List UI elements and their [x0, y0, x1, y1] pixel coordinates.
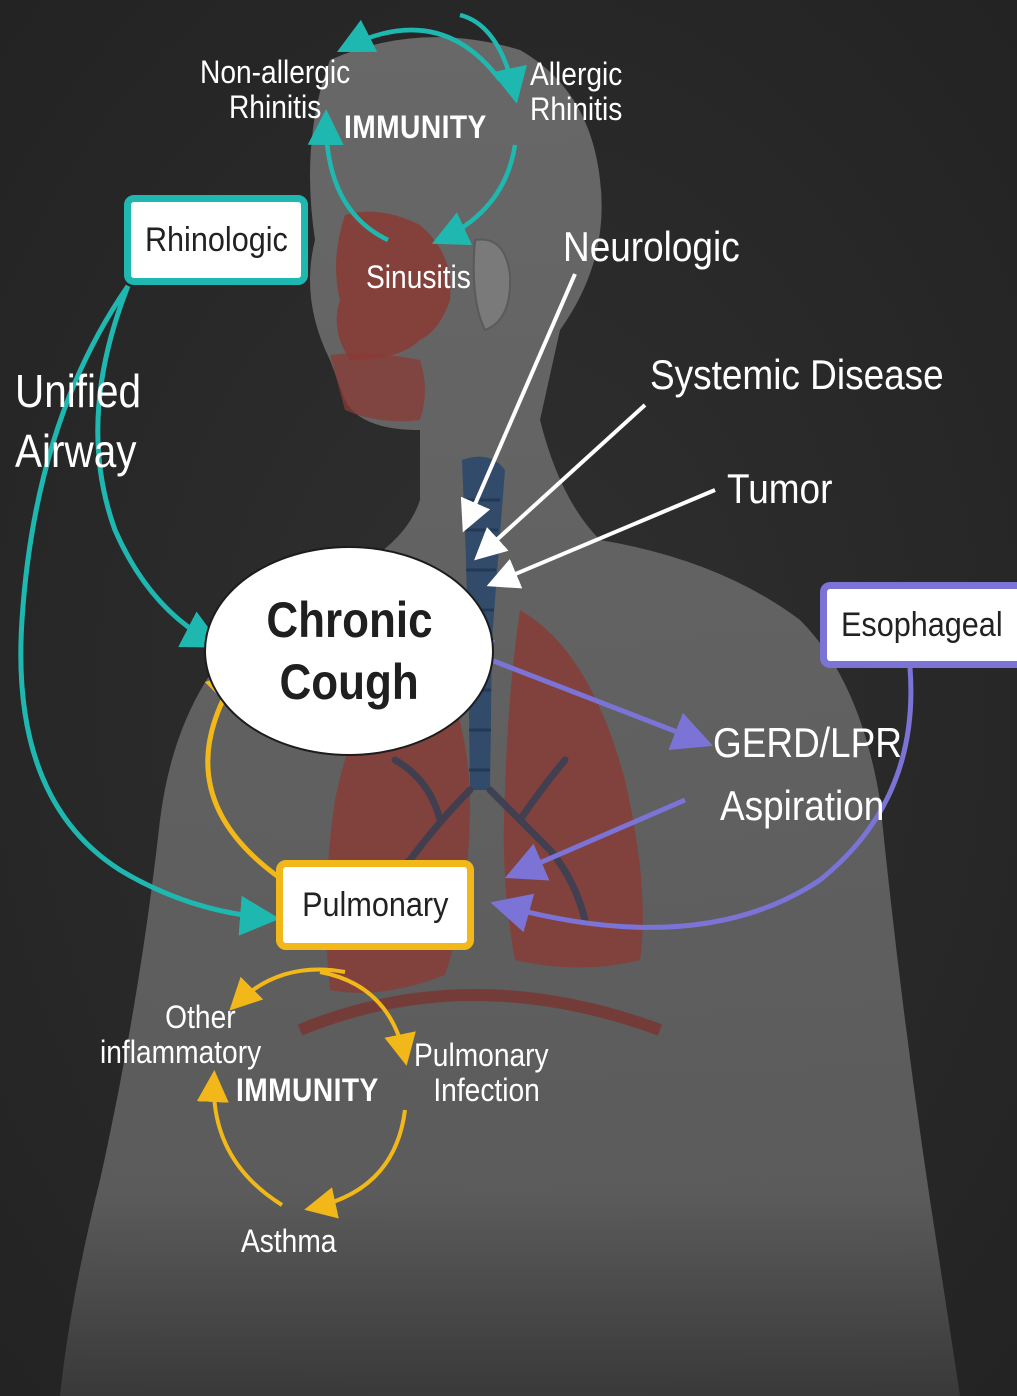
nonallergic-line2: Rhinitis	[200, 90, 350, 125]
arrow-gerd-cough	[460, 648, 685, 735]
allergic-line1: Allergic	[530, 57, 622, 92]
infection-line2: Infection	[414, 1073, 549, 1108]
upper-immunity-label: IMMUNITY	[344, 110, 487, 145]
pulmonary-infection-label: Pulmonary Infection	[414, 1038, 549, 1107]
sinusitis-label: Sinusitis	[366, 260, 471, 295]
tumor-label: Tumor	[727, 466, 832, 511]
other-line1: Other	[100, 1000, 261, 1035]
other-line2: inflammatory	[100, 1035, 261, 1070]
neurologic-label: Neurologic	[563, 224, 740, 269]
unified-airway-line2: Airway	[15, 422, 141, 482]
pulmonary-label: Pulmonary	[302, 886, 448, 925]
infection-line1: Pulmonary	[414, 1038, 549, 1073]
arrow-infection-to-asthma	[312, 1110, 405, 1208]
asthma-label: Asthma	[241, 1224, 336, 1259]
esophageal-box: Esophageal	[820, 582, 1017, 668]
chronic-cough-line1: Chronic	[266, 589, 432, 652]
lower-immunity-label: IMMUNITY	[236, 1073, 379, 1108]
other-inflammatory-label: Other inflammatory	[100, 1000, 261, 1069]
unified-airway-label: Unified Airway	[15, 362, 141, 482]
nonallergic-rhinitis-label: Non-allergic Rhinitis	[200, 55, 350, 124]
unified-airway-line1: Unified	[15, 362, 141, 422]
nonallergic-line1: Non-allergic	[200, 55, 350, 90]
arrow-to-allergic	[460, 15, 515, 95]
arrow-systemic	[480, 405, 645, 555]
chronic-cough-line2: Cough	[279, 651, 418, 714]
systemic-disease-label: Systemic Disease	[650, 352, 944, 397]
arrow-neurologic	[466, 274, 575, 525]
allergic-line2: Rhinitis	[530, 92, 622, 127]
pulmonary-box: Pulmonary	[276, 860, 474, 950]
rhinologic-box: Rhinologic	[124, 195, 308, 285]
esophageal-label: Esophageal	[841, 606, 1003, 645]
arrow-to-infection	[320, 972, 405, 1058]
aspiration-label: Aspiration	[720, 783, 884, 828]
rhinologic-label: Rhinologic	[145, 221, 288, 260]
gerd-lpr-label: GERD/LPR	[713, 720, 902, 765]
arrow-allergic-to-nonallergic	[345, 30, 500, 80]
arrow-tumor	[494, 490, 715, 583]
chronic-cough-node: Chronic Cough	[206, 548, 492, 754]
allergic-rhinitis-label: Allergic Rhinitis	[530, 57, 622, 126]
arrow-aspiration-pulmonary	[514, 800, 685, 874]
arrow-allergic-to-sinusitis	[440, 145, 515, 240]
